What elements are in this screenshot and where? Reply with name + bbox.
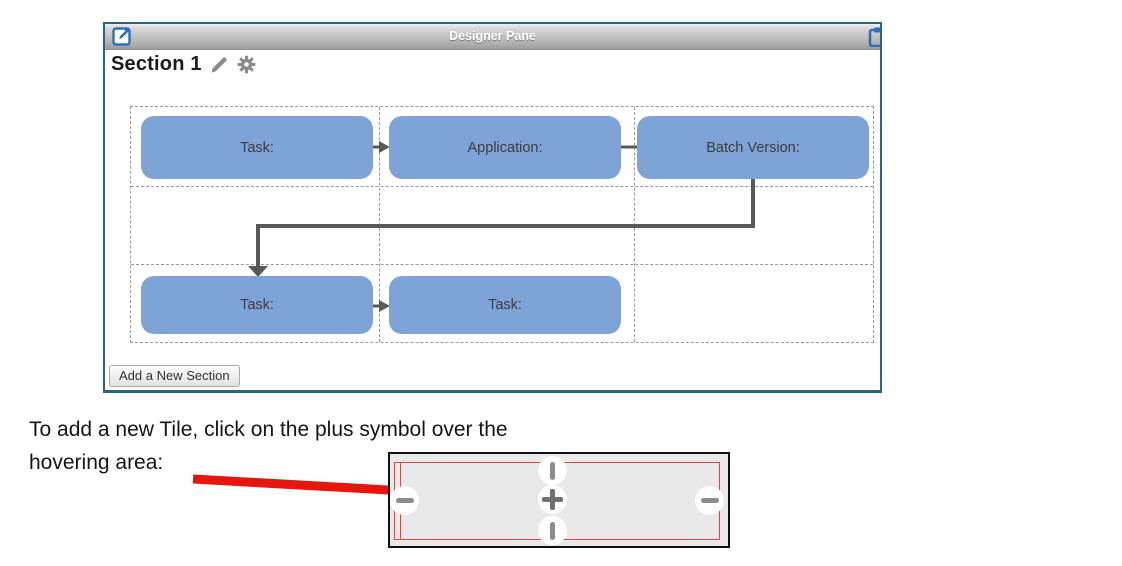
tile-batch-version[interactable]: Batch Version: (637, 116, 869, 179)
grid-line-horizontal-2 (131, 264, 873, 265)
left-bar-icon (395, 498, 414, 503)
flow-grid: Task: Application: Batch Version: Task: … (130, 106, 874, 343)
tile-application[interactable]: Application: (389, 116, 621, 179)
section-header: Section 1 (111, 52, 256, 76)
handle-right (695, 486, 724, 515)
top-bar-icon (550, 461, 555, 480)
clipped-clipboard-icon[interactable] (867, 27, 880, 47)
tile-label: Task: (240, 139, 274, 156)
pencil-icon[interactable] (210, 55, 229, 74)
designer-pane: Designer Pane Section 1 (103, 22, 882, 393)
tile-task-2[interactable]: Task: (141, 276, 373, 334)
compose-icon[interactable] (112, 27, 131, 46)
bottom-bar-icon (550, 521, 555, 540)
grid-line-vertical-1 (379, 107, 380, 342)
instruction-line-1: To add a new Tile, click on the plus sym… (29, 418, 508, 441)
handle-left (390, 486, 419, 515)
grid-line-vertical-2 (634, 107, 635, 342)
tile-task-3[interactable]: Task: (389, 276, 621, 334)
pane-title: Designer Pane (449, 29, 536, 43)
instruction-text: To add a new Tile, click on the plus sym… (29, 413, 589, 479)
handle-top (538, 456, 567, 485)
tile-label: Application: (467, 139, 543, 156)
right-bar-icon (700, 498, 719, 503)
plus-icon (542, 497, 563, 502)
grid-line-horizontal-1 (131, 186, 873, 187)
tile-label: Task: (240, 297, 274, 313)
tile-label: Task: (488, 297, 522, 313)
designer-pane-header: Designer Pane (105, 24, 880, 50)
section-title: Section 1 (111, 52, 202, 75)
add-new-section-button[interactable]: Add a New Section (109, 365, 240, 387)
gear-icon[interactable] (237, 55, 256, 74)
tile-label: Batch Version: (706, 139, 800, 156)
add-tile-plus[interactable] (538, 485, 567, 514)
hover-area-illustration (388, 452, 730, 548)
tile-task-1[interactable]: Task: (141, 116, 373, 179)
handle-bottom (538, 516, 567, 545)
instruction-line-2: hovering area: (29, 451, 164, 474)
